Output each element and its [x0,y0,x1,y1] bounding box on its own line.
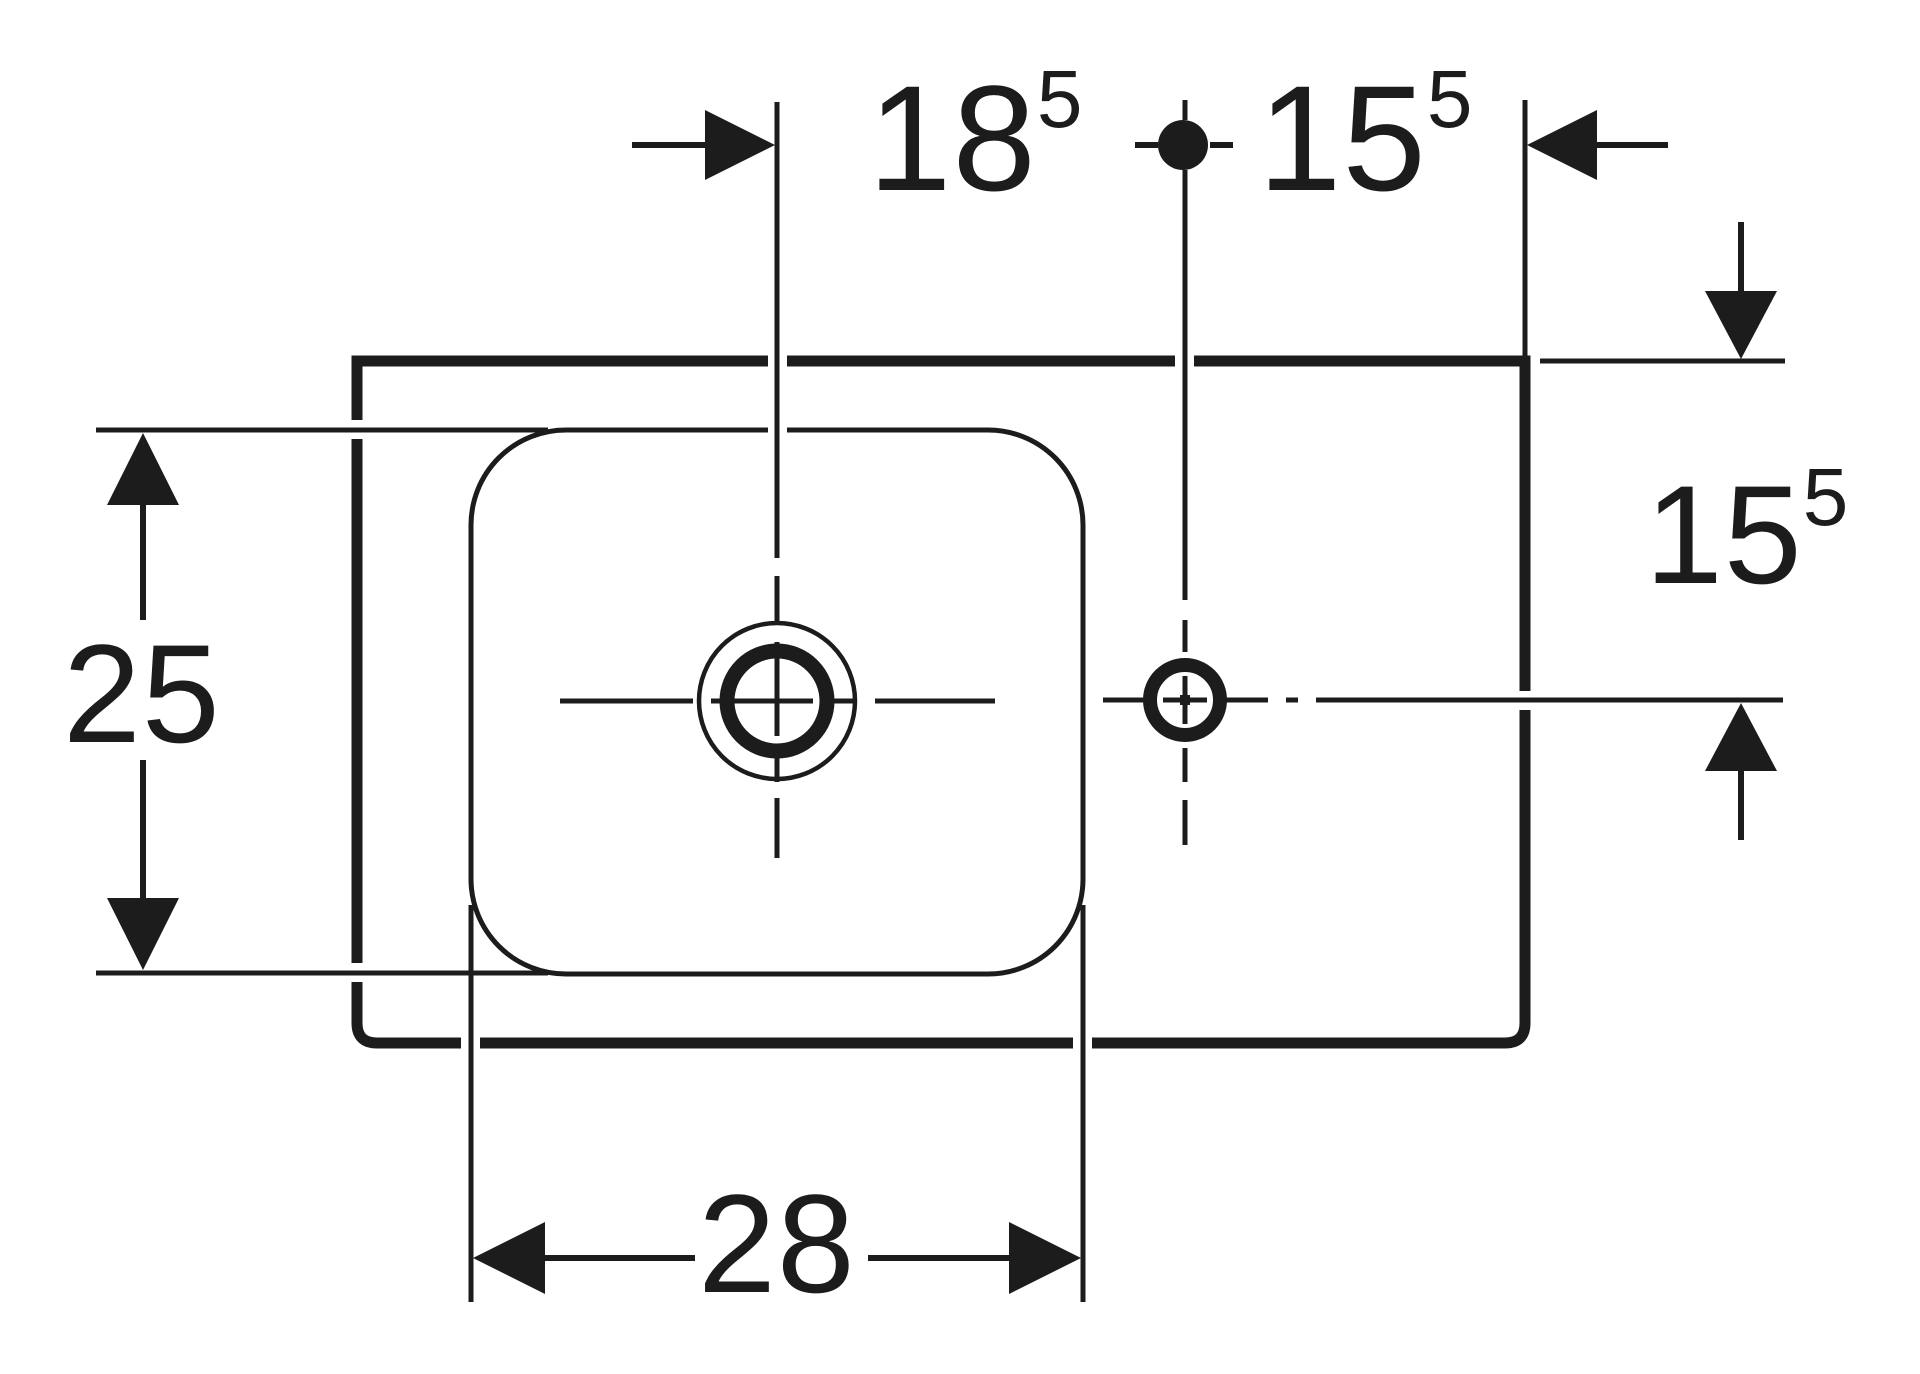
arrow-left-icon [473,1222,545,1294]
tap-center-mark [1180,695,1190,705]
dimension-bottom: 28 [468,905,1086,1322]
drain-hole [560,102,995,858]
dim-label-edge-to-tap: 155 [1645,452,1849,613]
dimension-top: 185 155 [632,54,1668,358]
arrow-right-icon [1009,1222,1081,1294]
dimension-right: 155 [1540,222,1849,840]
tap-hole [1103,100,1783,845]
dim-label-drain-to-tap: 185 [868,54,1083,222]
arrow-up-icon [107,433,179,505]
basin-rim-outline [351,355,1531,1049]
arrow-up-icon [1705,703,1777,771]
tap-centerline-icon [1103,100,1783,845]
arrow-down-icon [107,898,179,970]
dim-label-bowl-width: 28 [698,1165,856,1322]
tap-position-dot [1158,120,1208,170]
arrow-left-icon [1527,110,1597,180]
arrow-down-icon [1705,291,1777,359]
drain-centerline-icon [560,102,995,858]
arrow-right-icon [705,110,775,180]
tap-hole-circle [1143,658,1227,742]
dim-label-bowl-depth: 25 [63,615,221,772]
dim-label-tap-to-edge: 155 [1258,54,1473,222]
dimension-left: 25 [63,427,548,976]
